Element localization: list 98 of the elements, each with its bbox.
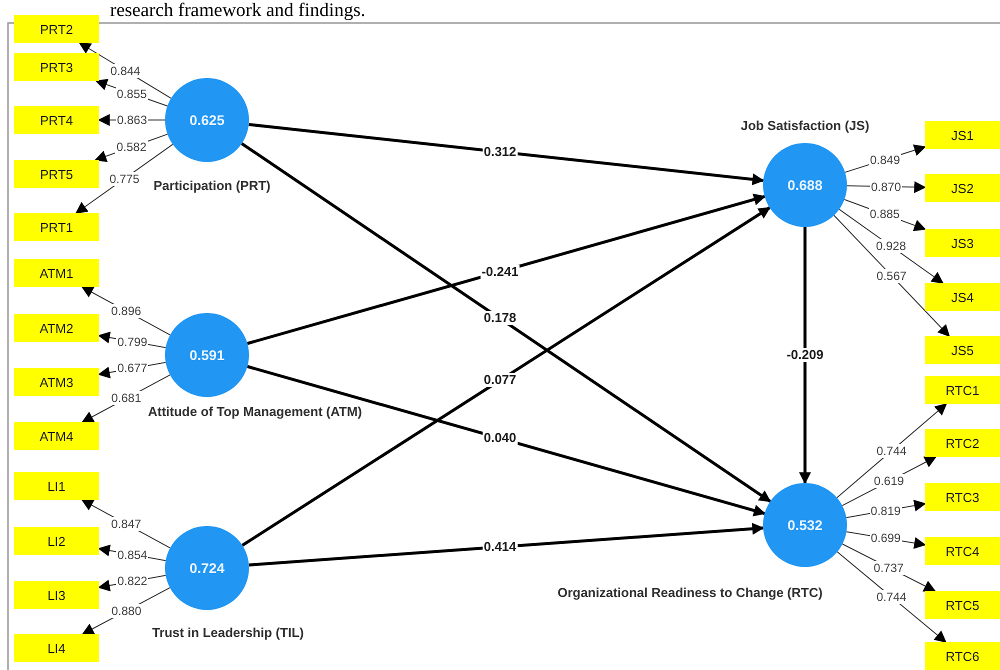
indicator-name: LI2	[47, 534, 66, 548]
indicator-box	[14, 634, 99, 662]
indicator-name: JS4	[951, 290, 974, 304]
indicator-name: PRT1	[40, 220, 73, 234]
indicator-name: LI3	[47, 588, 66, 602]
path-arrow	[242, 206, 771, 547]
indicator-name: RTC6	[946, 648, 980, 664]
loading-value: 0.744	[876, 444, 908, 458]
construct-name: Trust in Leadership (TIL)	[152, 625, 304, 641]
loading-value: 0.699	[870, 531, 902, 546]
indicator-box	[14, 106, 99, 134]
path-arrow	[248, 123, 764, 186]
construct-name: Participation (PRT)	[154, 178, 270, 194]
loading-value: 0.681	[110, 391, 142, 406]
indicator-box	[925, 642, 1000, 670]
indicator-box	[14, 15, 99, 43]
loading-value: 0.847	[110, 516, 142, 531]
indicator-box	[14, 527, 99, 555]
indicator-box	[925, 591, 1000, 619]
indicator-name: ATM2	[40, 320, 74, 336]
caption: research framework and findings.	[110, 1, 366, 21]
indicator-box	[925, 121, 1000, 149]
indicator-box	[14, 314, 99, 342]
r-squared-value: 0.724	[189, 560, 225, 576]
indicator-name: RTC4	[946, 544, 980, 558]
indicator-box	[14, 53, 99, 81]
loading-value: 0.822	[116, 574, 148, 588]
path-arrow	[247, 365, 766, 516]
loading-value: 0.880	[110, 604, 142, 618]
loading-value: 0.928	[875, 239, 908, 254]
construct-name: Organizational Readiness to Change (RTC)	[557, 585, 823, 601]
indicator-box	[14, 368, 99, 396]
construct-name: Job Satisfaction (JS)	[740, 118, 870, 134]
indicator-name: JS3	[951, 236, 974, 250]
path-arrow	[248, 522, 764, 566]
indicator-name: ATM1	[40, 266, 74, 280]
path-coefficient: -0.209	[786, 348, 824, 362]
loading-arrow	[834, 214, 950, 337]
loading-value: 0.677	[116, 361, 148, 376]
indicator-name: RTC2	[946, 436, 980, 450]
construct-name: Attitude of Top Management (ATM)	[148, 404, 362, 420]
indicator-box	[14, 259, 99, 287]
indicator-name: LI1	[47, 478, 66, 494]
path-coefficient: 0.178	[482, 311, 518, 326]
r-squared-value: 0.688	[787, 177, 823, 193]
loading-value: 0.567	[876, 268, 908, 283]
indicator-name: PRT2	[40, 22, 73, 36]
path-arrow	[240, 142, 772, 503]
indicator-name: JS5	[951, 342, 974, 358]
r-squared-value: 0.625	[189, 112, 225, 128]
r-squared-value: 0.591	[189, 347, 225, 363]
loading-value: 0.896	[110, 304, 142, 318]
indicator-name: RTC5	[946, 598, 980, 612]
indicator-box	[14, 472, 99, 500]
indicator-name: PRT3	[40, 60, 73, 74]
loading-value: 0.854	[116, 548, 148, 562]
indicator-box	[925, 429, 1000, 457]
indicator-box	[14, 581, 99, 609]
indicator-box	[925, 483, 1000, 511]
indicator-box	[14, 422, 99, 450]
path-coefficient: 0.312	[482, 144, 518, 159]
loading-value: 0.885	[868, 207, 901, 222]
indicator-name: RTC1	[946, 382, 980, 398]
indicator-box	[925, 229, 1000, 257]
loading-value: 0.737	[872, 560, 905, 574]
indicator-name: LI4	[47, 640, 66, 656]
loading-value: 0.863	[116, 113, 148, 127]
path-coefficient: 0.040	[482, 431, 518, 446]
loading-value: 0.819	[870, 504, 902, 518]
loading-value: 0.582	[115, 140, 148, 154]
loading-value: 0.799	[116, 334, 148, 349]
indicator-name: RTC3	[946, 490, 980, 504]
indicator-box	[14, 213, 99, 241]
loading-value: 0.744	[875, 590, 908, 604]
indicator-box	[14, 160, 99, 188]
indicator-name: ATM3	[40, 374, 74, 390]
path-coefficient: -0.241	[480, 264, 520, 279]
indicator-box	[925, 537, 1000, 565]
path-coefficient: 0.077	[482, 373, 518, 388]
loading-value: 0.844	[109, 64, 142, 78]
path-arrow	[799, 227, 811, 484]
indicator-box	[925, 283, 1000, 311]
indicator-box	[925, 174, 1000, 202]
indicator-name: JS2	[951, 180, 974, 196]
r-squared-value: 0.532	[787, 517, 823, 533]
indicator-name: JS1	[951, 128, 974, 142]
loading-value: 0.855	[116, 86, 148, 101]
loading-value: 0.849	[869, 152, 902, 167]
indicator-name: PRT4	[40, 112, 73, 128]
indicator-name: PRT5	[40, 166, 73, 182]
path-arrow	[247, 194, 766, 345]
path-coefficient: 0.414	[482, 540, 518, 554]
indicator-name: ATM4	[40, 428, 74, 444]
indicator-box	[925, 376, 1000, 404]
loading-value: 0.870	[870, 180, 902, 194]
loading-value: 0.619	[872, 474, 905, 488]
loading-value: 0.775	[108, 172, 140, 186]
indicator-box	[925, 336, 1000, 364]
